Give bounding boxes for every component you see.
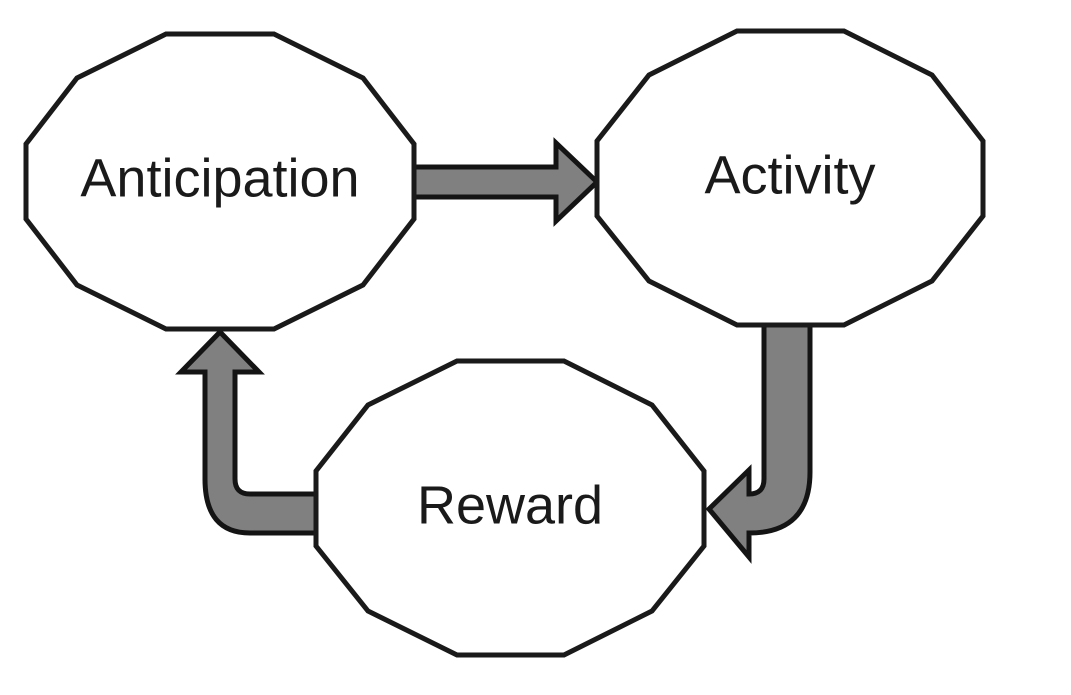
arrow-body-right xyxy=(411,137,601,227)
node-activity-label: Activity xyxy=(704,145,875,205)
node-activity[interactable]: Activity xyxy=(594,28,986,328)
node-anticipation-shape xyxy=(23,31,417,332)
arrow-activity-to-reward[interactable] xyxy=(705,319,813,564)
node-anticipation[interactable]: Anticipation xyxy=(23,31,417,332)
node-activity-shape xyxy=(594,28,986,328)
node-reward[interactable]: Reward xyxy=(313,358,707,658)
arrow-body-elbow-down-left xyxy=(705,319,813,564)
node-reward-label: Reward xyxy=(417,475,603,535)
arrow-reward-to-anticipation[interactable] xyxy=(175,328,319,536)
node-reward-shape xyxy=(313,358,707,658)
arrow-anticipation-to-activity[interactable] xyxy=(411,137,601,227)
arrow-body-elbow-left-up xyxy=(175,328,319,536)
node-anticipation-label: Anticipation xyxy=(80,148,359,208)
